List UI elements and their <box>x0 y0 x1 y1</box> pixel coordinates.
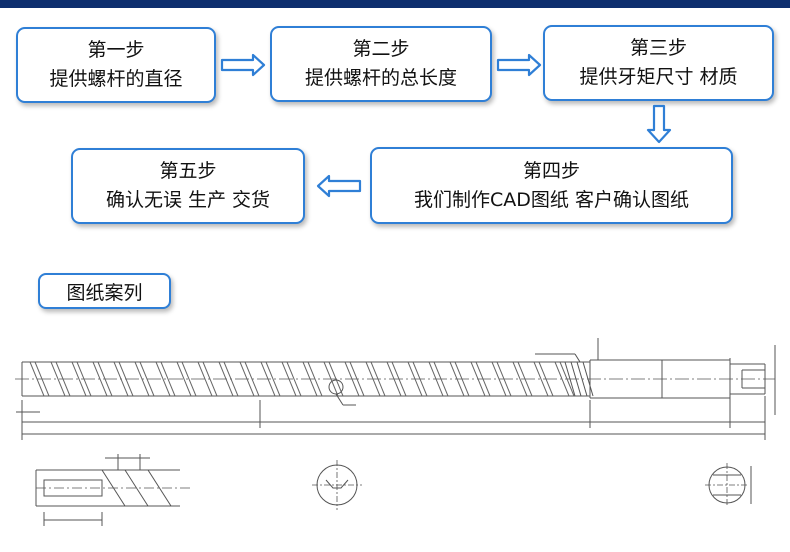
arrow-right-icon <box>496 53 542 77</box>
step-5-title: 第五步 <box>159 160 217 182</box>
step-2-box: 第二步 提供螺杆的总长度 <box>270 26 492 102</box>
step-2-title: 第二步 <box>352 38 410 60</box>
top-banner-bar <box>0 0 790 8</box>
arrow-down-icon <box>646 104 672 144</box>
screw-technical-drawing <box>0 330 790 552</box>
screw-main-view <box>15 338 776 440</box>
arrow-left-icon <box>316 174 362 198</box>
step-5-box: 第五步 确认无误 生产 交货 <box>71 148 305 224</box>
step-3-desc: 提供牙矩尺寸 材质 <box>579 66 738 88</box>
step-1-box: 第一步 提供螺杆的直径 <box>16 27 216 103</box>
step-3-box: 第三步 提供牙矩尺寸 材质 <box>543 25 774 101</box>
step-4-title: 第四步 <box>522 159 580 182</box>
step-3-title: 第三步 <box>629 37 687 59</box>
step-5-desc: 确认无误 生产 交货 <box>105 189 271 211</box>
section-view-b <box>312 460 362 510</box>
arrow-right-icon <box>220 53 266 77</box>
step-1-desc: 提供螺杆的直径 <box>49 68 183 90</box>
step-1-title: 第一步 <box>87 39 145 61</box>
step-4-desc: 我们制作CAD图纸 客户确认图纸 <box>414 188 689 211</box>
drawing-case-label-text: 图纸案列 <box>66 281 143 304</box>
drawing-case-label: 图纸案列 <box>38 273 171 309</box>
screw-detail-view <box>35 454 190 526</box>
section-view-end <box>705 463 752 507</box>
step-2-desc: 提供螺杆的总长度 <box>304 67 457 89</box>
step-4-box: 第四步 我们制作CAD图纸 客户确认图纸 <box>370 147 733 224</box>
